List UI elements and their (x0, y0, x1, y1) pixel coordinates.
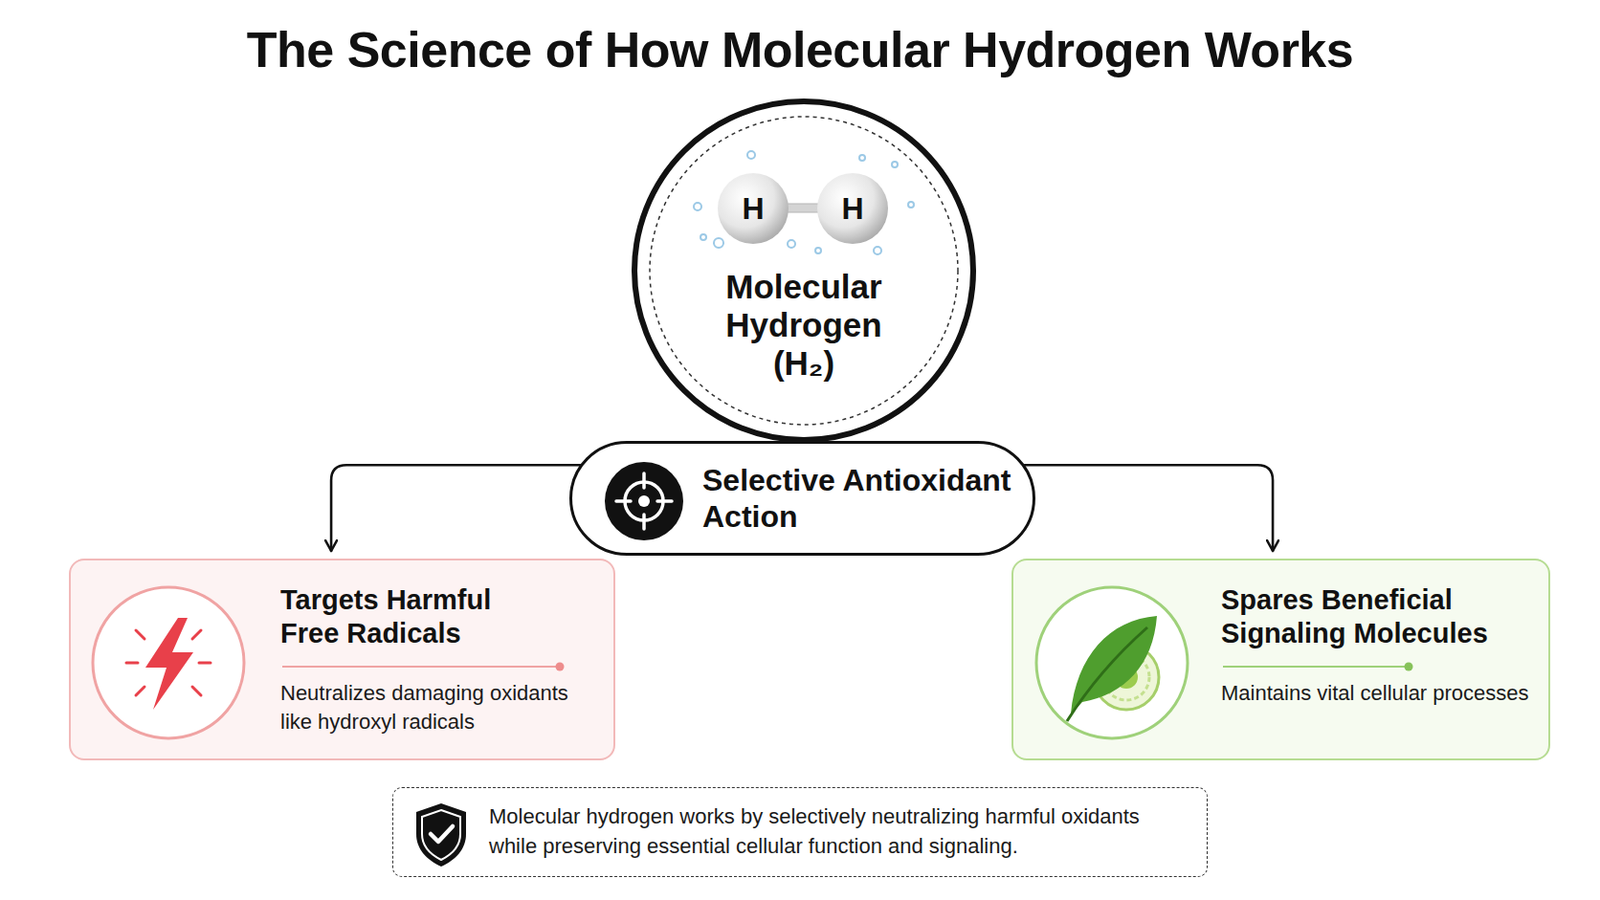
signaling-box: Spares Beneficial Signaling MoleculesMai… (1011, 558, 1551, 761)
diagram-title: The Science of How Molecular Hydrogen Wo… (0, 21, 1600, 79)
node-heading: Selective Antioxidant Action (702, 462, 1019, 535)
shield-icon (393, 788, 489, 879)
node-heading: Molecular Hydrogen (H₂) (703, 267, 905, 383)
node-heading: Spares Beneficial Signaling Molecules (1221, 583, 1537, 651)
hydrogen-circle: Molecular Hydrogen (H₂) H H (630, 97, 978, 445)
atom-label: H (724, 189, 782, 228)
connector-arrow (331, 465, 580, 552)
atom-label: H (823, 189, 882, 228)
connector-arrow (1024, 465, 1273, 552)
node-body: Maintains vital cellular processes (1221, 679, 1537, 709)
summary-box: Molecular hydrogen works by selectively … (392, 787, 1208, 878)
node-heading: Molecular hydrogen works by selectively … (488, 801, 1193, 862)
radicals-box: Targets Harmful Free RadicalsNeutralizes… (68, 558, 616, 761)
action-pill: Selective Antioxidant Action (569, 441, 1036, 556)
node-heading: Targets Harmful Free Radicals (280, 583, 539, 651)
node-body: Neutralizes damaging oxidants like hydro… (280, 679, 602, 737)
